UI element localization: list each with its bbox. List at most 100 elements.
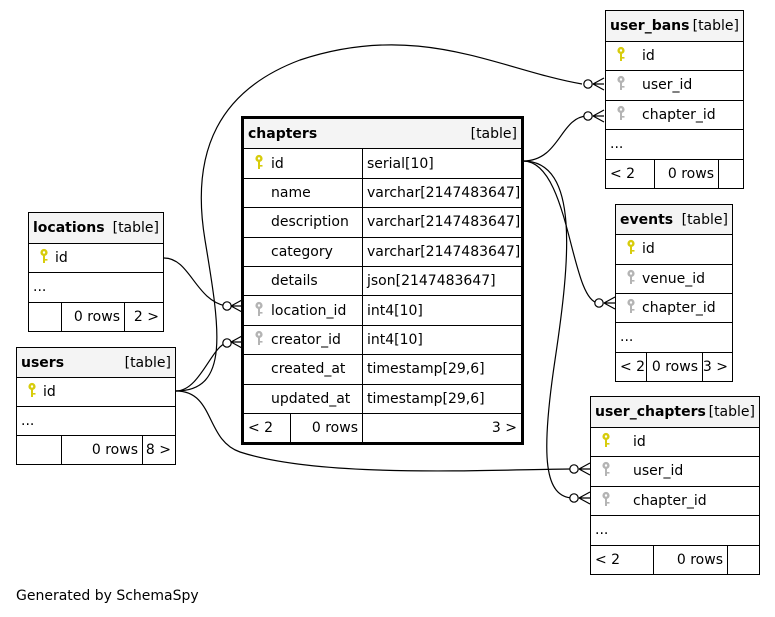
column-type: serial[10]: [362, 149, 521, 178]
crowfoot-user-chapters-chapter-id: [578, 491, 591, 505]
children-link[interactable]: [718, 159, 743, 188]
table-header[interactable]: locations [table]: [29, 213, 163, 243]
parents-link[interactable]: < 2: [610, 165, 636, 182]
crowfoot-events-chapter-id: [603, 296, 616, 310]
more-columns-row: ...: [616, 322, 732, 351]
table-header[interactable]: user_bans[table]: [606, 11, 743, 41]
optional-marker: [583, 79, 593, 89]
more-columns: ...: [33, 279, 47, 296]
primary-key-icon: [616, 46, 626, 66]
more-columns: ...: [595, 522, 609, 539]
table-kind: [table]: [112, 219, 159, 236]
primary-key-icon: [601, 432, 611, 452]
row-count: 0 rows: [290, 414, 362, 443]
table-header[interactable]: users [table]: [17, 348, 175, 377]
optional-marker: [583, 111, 593, 121]
more-columns: ...: [620, 329, 634, 346]
column-row[interactable]: user_id: [591, 456, 759, 486]
column-type: int4[10]: [362, 296, 521, 325]
table-kind: [table]: [470, 125, 517, 142]
column-row[interactable]: details json[2147483647]: [244, 266, 521, 296]
parents-link[interactable]: < 2: [248, 420, 274, 437]
table-footer: < 2 0 rows: [606, 158, 743, 188]
crowfoot-user-bans-chapter-id: [592, 109, 605, 123]
table-name[interactable]: user_chapters: [595, 403, 706, 420]
edge-users-user-bans: [175, 44, 583, 392]
table-name[interactable]: users: [21, 354, 65, 371]
table-header[interactable]: events [table]: [616, 205, 732, 235]
parents-link[interactable]: < 2: [620, 358, 646, 375]
column-row[interactable]: user_id: [606, 70, 743, 100]
parents-link[interactable]: < 2: [595, 551, 621, 568]
column-name: user_id: [633, 463, 684, 480]
row-count: 0 rows: [654, 159, 718, 188]
more-columns-row: ...: [17, 406, 175, 435]
column-name: name: [271, 184, 311, 201]
row-count: 0 rows: [61, 302, 124, 331]
table-user-chapters[interactable]: user_chapters[table]id user_id chapter_id.…: [590, 396, 760, 575]
table-name[interactable]: locations: [33, 219, 105, 236]
optional-marker: [569, 464, 579, 474]
column-row[interactable]: id: [29, 242, 163, 273]
column-type: json[2147483647]: [362, 267, 521, 296]
edge-users-user-chapters: [175, 390, 571, 472]
parents-link[interactable]: [29, 303, 61, 332]
children-link[interactable]: 3 >: [702, 352, 732, 381]
column-name: id: [642, 241, 655, 258]
table-header[interactable]: chapters [table]: [244, 119, 521, 149]
primary-key-icon: [39, 248, 49, 268]
column-row[interactable]: id: [591, 426, 759, 457]
children-link[interactable]: 2 >: [124, 302, 163, 331]
column-row[interactable]: chapter_id: [616, 292, 732, 322]
table-name[interactable]: user_bans: [610, 17, 690, 34]
column-row[interactable]: venue_id: [616, 263, 732, 293]
optional-marker: [222, 338, 232, 348]
crowfoot-user-bans-user-id: [592, 77, 605, 91]
table-chapters[interactable]: chapters [table] id serial[10] name varchar[2…: [241, 116, 524, 446]
table-name[interactable]: events: [620, 211, 674, 228]
column-row[interactable]: id: [616, 234, 732, 263]
children-link[interactable]: [727, 545, 759, 574]
children-link[interactable]: 3 >: [362, 414, 521, 443]
row-count: 0 rows: [646, 352, 702, 381]
table-kind: [table]: [124, 354, 171, 371]
edge-chapters-events: [522, 160, 599, 304]
column-row[interactable]: name varchar[2147483647]: [244, 177, 521, 208]
table-header[interactable]: user_chapters[table]: [591, 397, 759, 427]
column-name: id: [271, 155, 284, 172]
parents-link[interactable]: [17, 436, 61, 464]
primary-key-icon: [254, 154, 264, 174]
optional-marker: [222, 301, 232, 311]
column-type: varchar[2147483647]: [362, 178, 521, 208]
column-row[interactable]: id serial[10]: [244, 148, 521, 178]
foreign-key-icon: [616, 105, 626, 125]
footer-text: Generated by SchemaSpy: [16, 588, 199, 604]
table-name[interactable]: chapters: [248, 125, 318, 142]
foreign-key-icon: [601, 461, 611, 481]
column-name: venue_id: [642, 270, 706, 287]
foreign-key-icon: [254, 330, 264, 350]
column-row[interactable]: id: [17, 377, 175, 406]
column-name: details: [271, 273, 318, 290]
column-type: timestamp[29,6]: [362, 384, 521, 413]
table-kind: [table]: [681, 211, 728, 228]
column-row[interactable]: id: [606, 40, 743, 71]
children-link[interactable]: 8 >: [142, 436, 175, 464]
column-row[interactable]: chapter_id: [591, 485, 759, 516]
foreign-key-icon: [601, 491, 611, 511]
column-row[interactable]: chapter_id: [606, 99, 743, 130]
column-name: description: [271, 214, 349, 231]
